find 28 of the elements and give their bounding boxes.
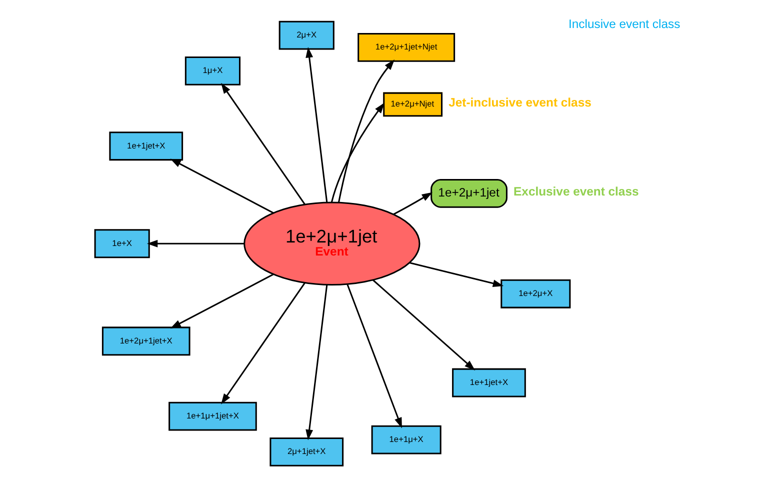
node-box: 1e+1μ+1jet+X: [168, 402, 257, 431]
arrow: [221, 82, 306, 205]
arrow: [170, 274, 274, 328]
node-box: 1e+1μ+X: [371, 425, 442, 454]
arrow: [409, 262, 504, 288]
arrow: [346, 284, 402, 428]
arrow: [393, 192, 433, 215]
node-box: 1e+2μ+X: [500, 279, 571, 308]
node-box: 1e+2μ+1jet+Njet: [358, 32, 456, 62]
arrow: [170, 158, 274, 214]
label: Inclusive event class: [568, 16, 680, 31]
node-box: 1e+1jet+X: [109, 132, 184, 161]
node-box: 2μ+X: [278, 20, 334, 50]
node-label: Exclusive event class: [514, 184, 639, 199]
arrow: [306, 284, 328, 440]
node-label: Jet-inclusive event class: [448, 96, 592, 110]
node-ellipse: 1e+2μ+1jet Event: [244, 202, 420, 286]
node-box: 1μ+X: [184, 56, 241, 86]
arrow: [306, 46, 328, 203]
node-box: 1e+2μ+1jet+X: [102, 326, 190, 356]
arrow: [146, 240, 244, 248]
node-box: 1e+1jet+X: [452, 368, 526, 398]
node-box: 2μ+1jet+X: [270, 437, 344, 466]
arrow: [330, 102, 385, 203]
node-box: 1e+X: [94, 229, 150, 258]
arrow: [221, 282, 306, 404]
arrow: [338, 59, 395, 203]
arrow: [372, 279, 476, 371]
